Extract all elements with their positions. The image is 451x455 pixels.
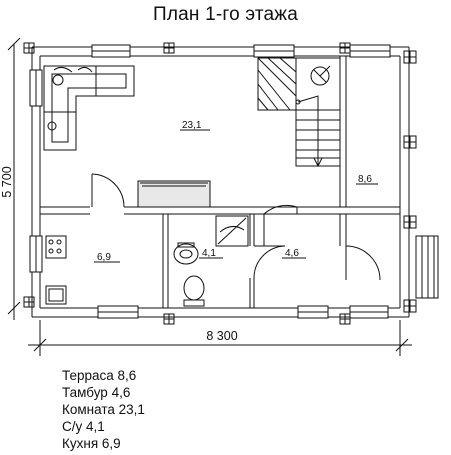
height-dimension: 5 700	[0, 166, 14, 197]
staircase	[257, 57, 341, 168]
windows	[29, 44, 391, 319]
terrace-label: 8,6	[358, 174, 372, 185]
bathroom-label: 4,1	[202, 248, 216, 259]
legend-item: Тамбур 4,6	[62, 385, 131, 400]
table	[137, 180, 211, 208]
legend-item: Кухня 6,9	[62, 436, 121, 451]
kitchen-equipment	[45, 235, 67, 305]
terrace-steps	[415, 235, 439, 299]
bathroom-fixtures	[173, 215, 249, 307]
doors	[91, 173, 381, 281]
kitchen-label: 6,9	[97, 252, 111, 263]
dimension-lines	[7, 37, 412, 356]
corner-sofa	[43, 65, 135, 151]
room-main-label: 23,1	[182, 120, 202, 131]
log-corners	[23, 42, 417, 325]
label-underlines	[94, 129, 378, 263]
plan-title: План 1-го этажа	[153, 4, 298, 25]
vestibule-label: 4,6	[285, 248, 299, 259]
legend-item: С/у 4,1	[62, 419, 105, 434]
area-legend: Терраса 8,6 Тамбур 4,6 Комната 23,1 С/у …	[62, 367, 145, 452]
width-dimension: 8 300	[206, 329, 237, 343]
legend-item: Комната 23,1	[62, 402, 145, 417]
legend-item: Терраса 8,6	[62, 368, 137, 383]
outer-walls	[31, 46, 410, 318]
